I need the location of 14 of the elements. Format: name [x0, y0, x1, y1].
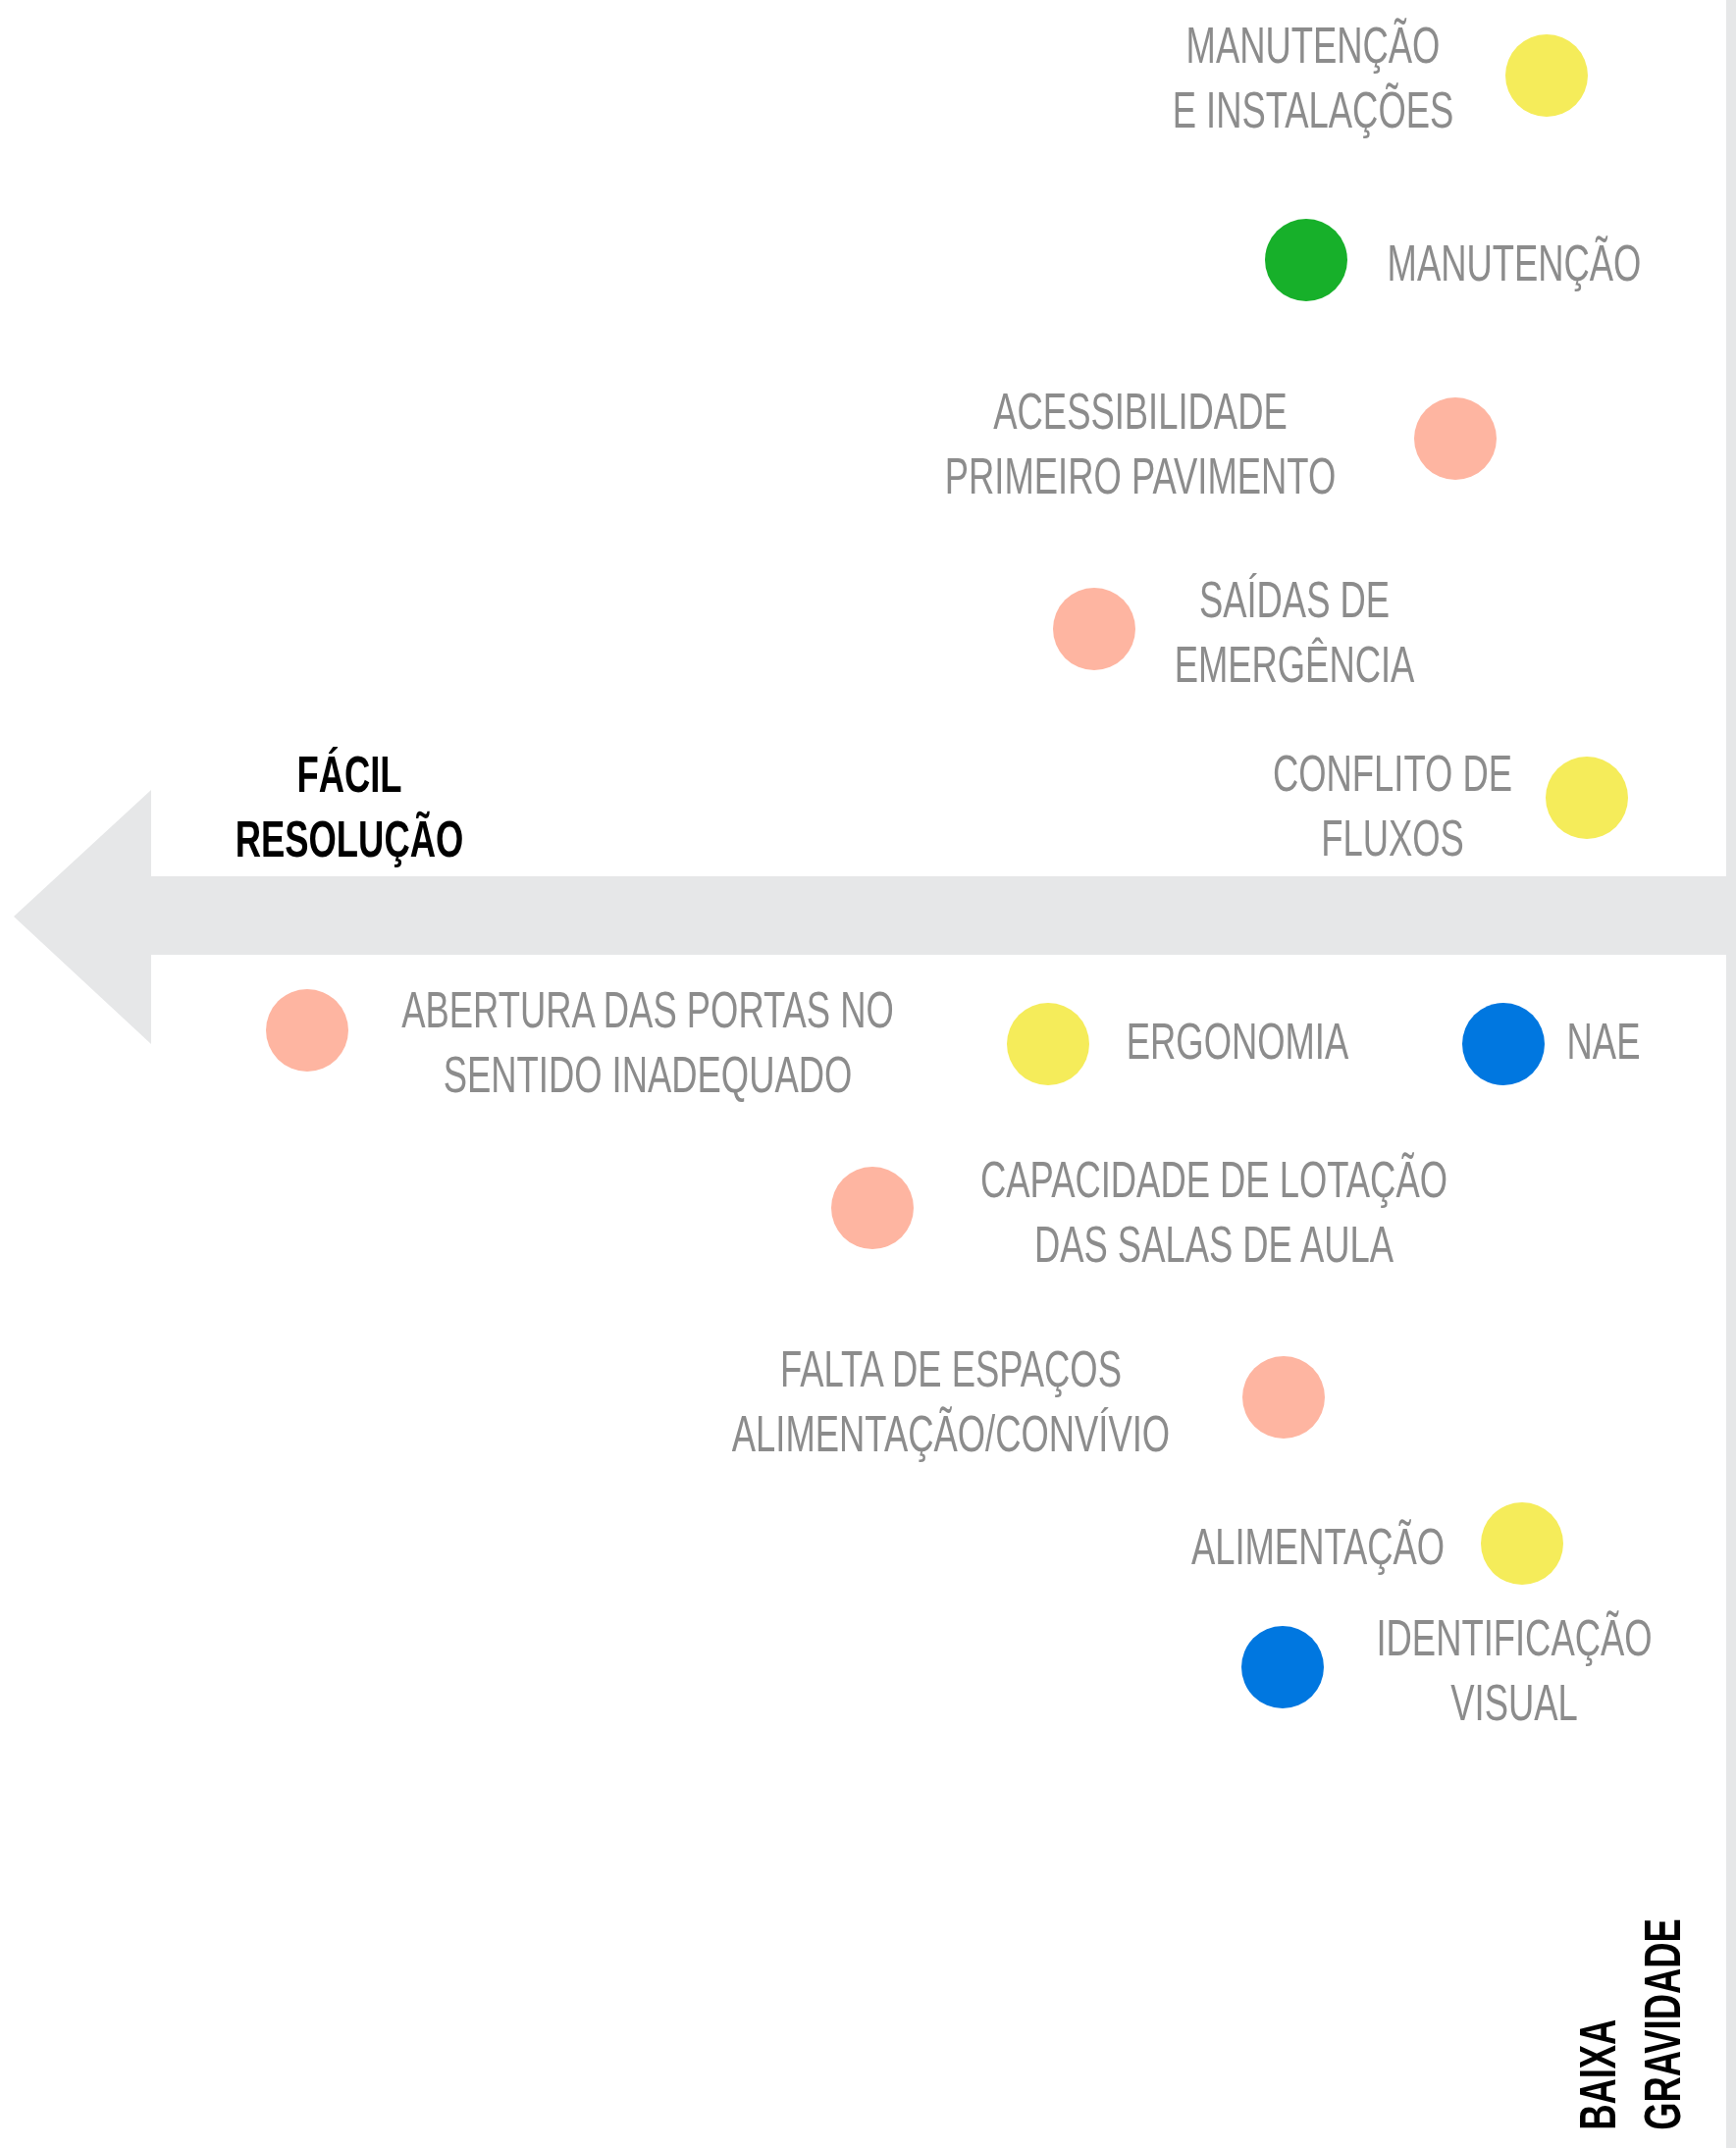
issue-label: FALTA DE ESPAÇOS ALIMENTAÇÃO/CONVÍVIO — [731, 1339, 1171, 1464]
issue-label: ALIMENTAÇÃO — [1190, 1517, 1446, 1577]
issue-label: MANUTENÇÃO — [1387, 234, 1642, 293]
issue-label: SAÍDAS DE EMERGÊNCIA — [1174, 570, 1415, 695]
issue-label: ACESSIBILIDADE PRIMEIRO PAVIMENTO — [944, 382, 1337, 506]
issue-label: MANUTENÇÃO E INSTALAÇÕES — [1172, 16, 1454, 140]
issue-label: CAPACIDADE DE LOTAÇÃO DAS SALAS DE AULA — [980, 1150, 1447, 1275]
issue-label: NAE — [1566, 1012, 1641, 1072]
axis-label: BAIXA GRAVIDADE — [1568, 1918, 1692, 2130]
axis-label: FÁCIL RESOLUÇÃO — [235, 745, 464, 869]
issue-label: ERGONOMIA — [1126, 1012, 1349, 1072]
issue-label: IDENTIFICAÇÃO VISUAL — [1376, 1608, 1653, 1733]
issue-label: ABERTURA DAS PORTAS NO SENTIDO INADEQUADO — [401, 980, 894, 1105]
issue-label: CONFLITO DE FLUXOS — [1273, 744, 1512, 868]
